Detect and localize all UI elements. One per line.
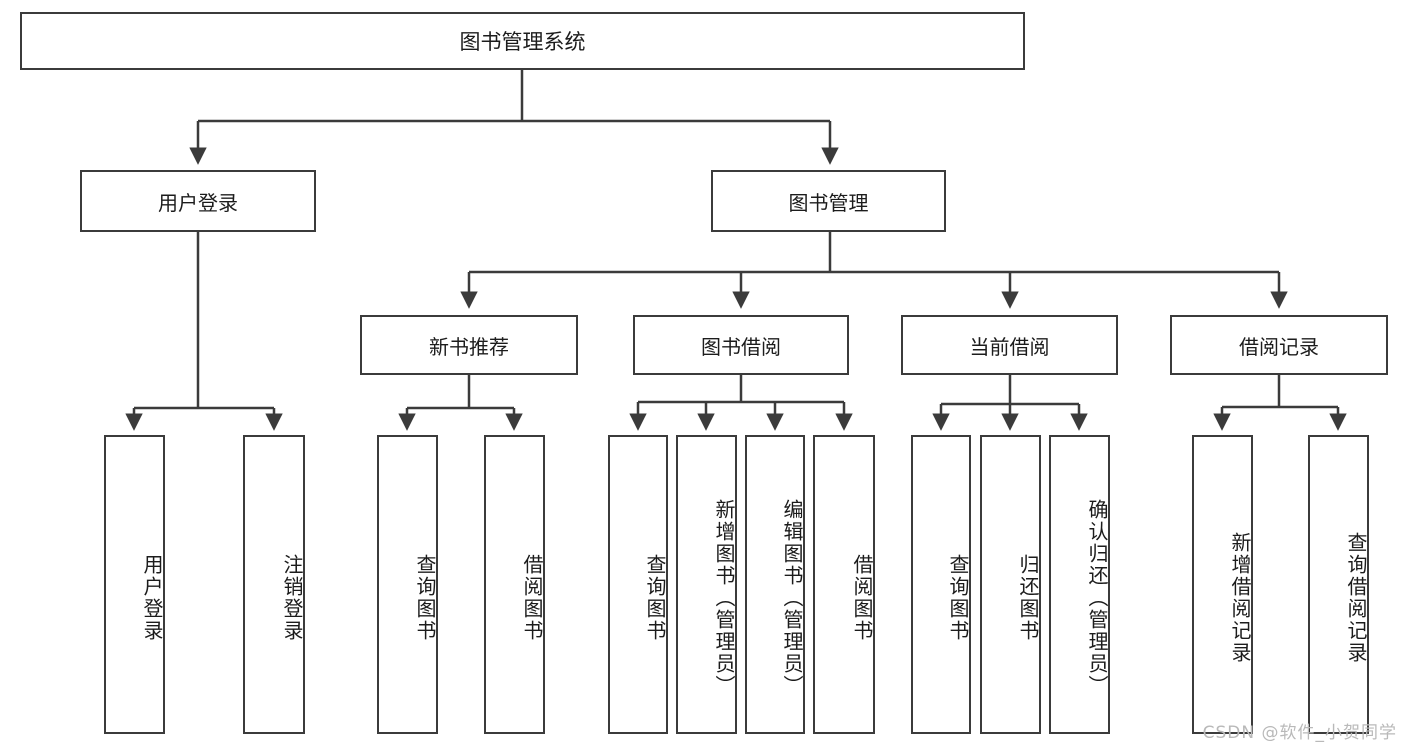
node-book-borrow[interactable]: 图书借阅 — [633, 315, 849, 375]
node-label: 查询图书 — [643, 553, 667, 642]
node-user-login[interactable]: 用户登录 — [80, 170, 316, 232]
node-label: 查询图书 — [946, 553, 970, 642]
leaf-query-book-borrow[interactable]: 查询图书 — [608, 435, 668, 734]
node-label: 借阅图书 — [520, 553, 544, 642]
node-root-system[interactable]: 图书管理系统 — [20, 12, 1025, 70]
node-label: 用户登录 — [158, 190, 238, 215]
node-label: 借阅记录 — [1239, 334, 1319, 359]
leaf-query-borrow-record[interactable]: 查询借阅记录 — [1308, 435, 1369, 734]
leaf-add-book-admin[interactable]: 新增图书（管理员） — [676, 435, 737, 734]
node-label: 新增图书（管理员） — [712, 498, 736, 697]
node-label: 确认归还（管理员） — [1085, 498, 1109, 697]
node-label: 注销登录 — [280, 553, 304, 642]
leaf-borrow-book[interactable]: 借阅图书 — [813, 435, 875, 734]
node-new-book-recommend[interactable]: 新书推荐 — [360, 315, 578, 375]
node-label: 新书推荐 — [429, 334, 509, 359]
node-label: 图书管理系统 — [459, 30, 586, 54]
leaf-edit-book-admin[interactable]: 编辑图书（管理员） — [745, 435, 805, 734]
node-book-management[interactable]: 图书管理 — [711, 170, 946, 232]
leaf-borrow-book-recommend[interactable]: 借阅图书 — [484, 435, 545, 734]
node-label: 图书管理 — [788, 190, 869, 215]
node-label: 查询借阅记录 — [1344, 531, 1368, 664]
node-borrow-record[interactable]: 借阅记录 — [1170, 315, 1388, 375]
node-label: 当前借阅 — [969, 334, 1050, 359]
node-label: 图书借阅 — [701, 334, 781, 359]
node-label: 新增借阅记录 — [1228, 531, 1252, 664]
leaf-user-login[interactable]: 用户登录 — [104, 435, 165, 734]
leaf-add-borrow-record[interactable]: 新增借阅记录 — [1192, 435, 1253, 734]
leaf-query-book-current[interactable]: 查询图书 — [911, 435, 971, 734]
node-label: 借阅图书 — [850, 553, 874, 642]
leaf-return-book[interactable]: 归还图书 — [980, 435, 1041, 734]
node-label: 用户登录 — [140, 553, 164, 642]
leaf-confirm-return-admin[interactable]: 确认归还（管理员） — [1049, 435, 1110, 734]
node-label: 编辑图书（管理员） — [780, 498, 804, 697]
node-label: 归还图书 — [1016, 553, 1040, 642]
node-label: 查询图书 — [413, 553, 437, 642]
node-current-borrow[interactable]: 当前借阅 — [901, 315, 1118, 375]
leaf-user-logout[interactable]: 注销登录 — [243, 435, 305, 734]
leaf-query-book-recommend[interactable]: 查询图书 — [377, 435, 438, 734]
